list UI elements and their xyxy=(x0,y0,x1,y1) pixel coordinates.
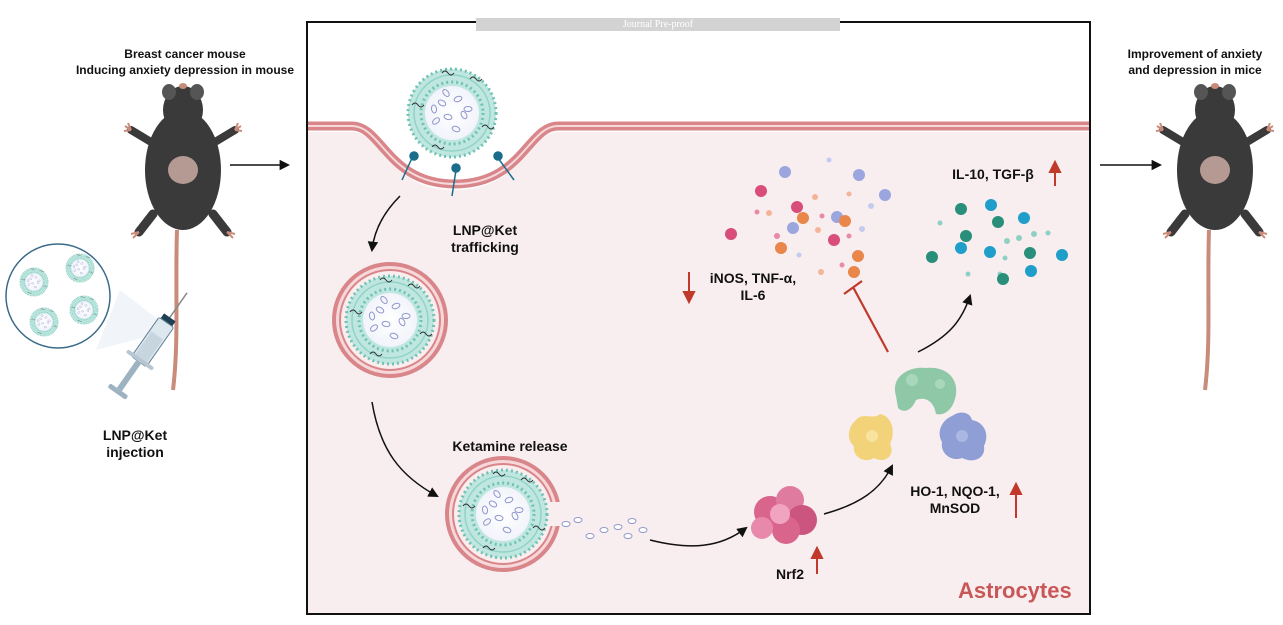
ketamine-molecules-icon xyxy=(561,517,648,539)
trafficking-label: LNP@Ket trafficking xyxy=(420,222,550,256)
right-title-line2: and depression in mice xyxy=(1128,63,1262,77)
endosome-icon xyxy=(332,262,448,378)
anti-inflammatory-arrow xyxy=(917,294,973,353)
mouse-icon-treated xyxy=(1156,83,1274,390)
enzymes-label: HO-1, NQO-1, MnSOD xyxy=(895,483,1015,517)
up-arrow-icon xyxy=(1048,159,1062,186)
enzyme-yellow-icon xyxy=(848,414,893,461)
astrocyte-cytoplasm xyxy=(308,132,1089,613)
astrocytes-label: Astrocytes xyxy=(958,578,1072,603)
enzymes-label-line1: HO-1, NQO-1, xyxy=(910,483,1000,499)
right-title: Improvement of anxiety and depression in… xyxy=(1100,46,1283,78)
proinflammatory-label-line1: iNOS, TNF-α, xyxy=(709,270,797,286)
proinflammatory-label: iNOS, TNF-α, IL-6 xyxy=(698,270,808,304)
left-title-line2: Inducing anxiety depression in mouse xyxy=(75,63,295,77)
injection-label-line1: LNP@Ket xyxy=(102,427,168,443)
trafficking-label-line1: LNP@Ket xyxy=(452,222,518,238)
endosome-release-icon xyxy=(445,456,563,572)
anti-inflammatory-cytokines-icon xyxy=(926,199,1068,285)
receptor-icon xyxy=(401,151,515,197)
pro-inflammatory-cytokines-icon xyxy=(725,157,891,278)
nrf2-label: Nrf2 xyxy=(775,566,804,582)
up-arrow-icon xyxy=(1009,481,1023,518)
ketamine-release-label: Ketamine release xyxy=(452,438,568,454)
down-arrow-icon xyxy=(682,272,696,305)
enzyme-blue-icon xyxy=(939,412,987,461)
injection-label-line2: injection xyxy=(106,444,164,460)
trafficking-arrow xyxy=(367,195,401,253)
syringe-icon xyxy=(108,292,188,400)
release-arrow xyxy=(371,401,439,497)
left-title: Breast cancer mouse Inducing anxiety dep… xyxy=(40,46,330,78)
nrf2-protein-icon xyxy=(751,486,817,544)
enzyme-green-icon xyxy=(894,367,957,415)
trafficking-label-line2: trafficking xyxy=(451,239,519,255)
watermark: Journal Pre-proof xyxy=(476,18,840,31)
left-title-line1: Breast cancer mouse xyxy=(124,47,246,61)
enzyme-arrow xyxy=(823,464,893,515)
lnp-nanoparticle-icon xyxy=(406,67,498,159)
proinflammatory-label-line2: IL-6 xyxy=(740,287,766,303)
up-arrow-icon xyxy=(810,545,824,574)
right-title-line1: Improvement of anxiety xyxy=(1127,47,1263,61)
injection-label: LNP@Ket injection xyxy=(80,427,190,461)
antiinflammatory-label: IL-10, TGF-β xyxy=(952,166,1034,182)
enzymes-label-line2: MnSOD xyxy=(929,500,981,516)
inhibition-icon xyxy=(843,280,889,353)
nrf2-arrow xyxy=(649,526,748,547)
